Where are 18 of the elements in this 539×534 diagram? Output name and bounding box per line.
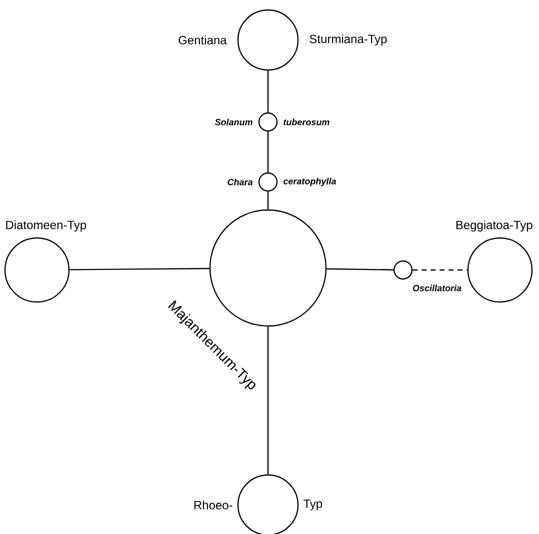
connector-line xyxy=(70,268,210,270)
node-label: Sturmiana-Typ xyxy=(310,34,387,46)
node-label: Gentiana xyxy=(178,36,227,44)
node-label: ceratophylla xyxy=(283,178,336,186)
connector-line xyxy=(267,132,269,172)
connector-line xyxy=(267,326,269,474)
connector-line xyxy=(326,268,394,270)
connector-line xyxy=(267,192,269,210)
node-label: Diatomeen-Typ xyxy=(6,220,86,232)
node-label: Oscillatoria xyxy=(412,284,462,292)
node-label: Chara xyxy=(228,178,253,186)
connector-line xyxy=(267,70,269,112)
node-label: Solanum xyxy=(214,118,252,126)
connector-line xyxy=(412,269,468,271)
node-label: tuberosum xyxy=(284,118,330,126)
node-label: Beggiatoa-Typ xyxy=(456,220,532,232)
node-label: Rhoeo- xyxy=(194,500,232,510)
node-label: Typ xyxy=(303,500,322,510)
